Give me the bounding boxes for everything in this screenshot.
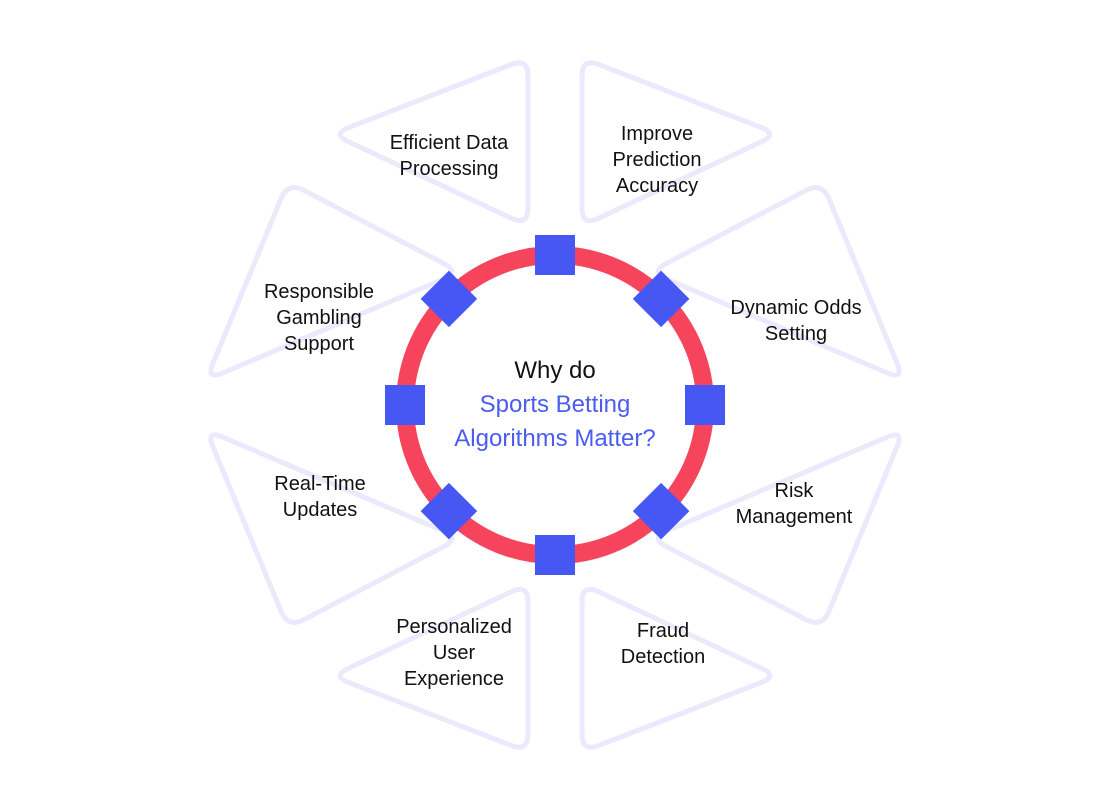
- center-disc: [414, 264, 696, 546]
- item-label-6-line-1: Personalized: [396, 616, 512, 638]
- ring-tab-5: [535, 535, 575, 575]
- petal-7: [208, 432, 455, 625]
- center-title-line-1: Why do: [514, 357, 596, 384]
- item-label-6-line-3: Experience: [403, 668, 505, 690]
- item-label-4-line-1: Risk: [774, 480, 814, 502]
- petal-8: [208, 185, 455, 378]
- ring-tab-7: [385, 385, 425, 425]
- item-label-5-line-2: Detection: [620, 646, 706, 668]
- item-label-2-line-2: Prediction: [612, 149, 702, 171]
- item-label-2-line-3: Accuracy: [615, 175, 699, 197]
- item-label-3-line-1: Dynamic Odds: [730, 297, 862, 319]
- petal-6: [337, 586, 531, 750]
- petal-5: [579, 586, 773, 750]
- center-title: Why do Sports Betting Algorithms Matter?: [454, 354, 655, 456]
- petal-2: [579, 60, 773, 224]
- item-label-1-line-2: Processing: [399, 158, 499, 180]
- ring-tab-3: [685, 385, 725, 425]
- item-label-2-line-1: Improve: [620, 123, 694, 145]
- item-label-7-line-2: Updates: [282, 499, 358, 521]
- item-label-4-line-2: Management: [735, 506, 853, 528]
- item-label-7-line-1: Real-Time: [274, 473, 366, 495]
- petal-1: [337, 60, 531, 224]
- petal-group: [208, 60, 902, 750]
- item-label-8-line-1: Responsible: [263, 281, 375, 303]
- item-label-8-line-3: Support: [283, 333, 355, 355]
- ring-tab-1: [535, 235, 575, 275]
- petal-4: [655, 432, 902, 625]
- item-label-5-line-1: Fraud: [636, 620, 690, 642]
- center-title-line-3: Algorithms Matter?: [454, 425, 656, 452]
- center-title-line-2: Sports Betting: [479, 391, 631, 418]
- item-label-6-line-2: User: [432, 642, 476, 664]
- item-label-1-line-1: Efficient Data: [389, 132, 509, 154]
- item-label-8-line-2: Gambling: [276, 307, 362, 329]
- petal-3: [655, 185, 902, 378]
- item-label-3-line-2: Setting: [764, 323, 828, 345]
